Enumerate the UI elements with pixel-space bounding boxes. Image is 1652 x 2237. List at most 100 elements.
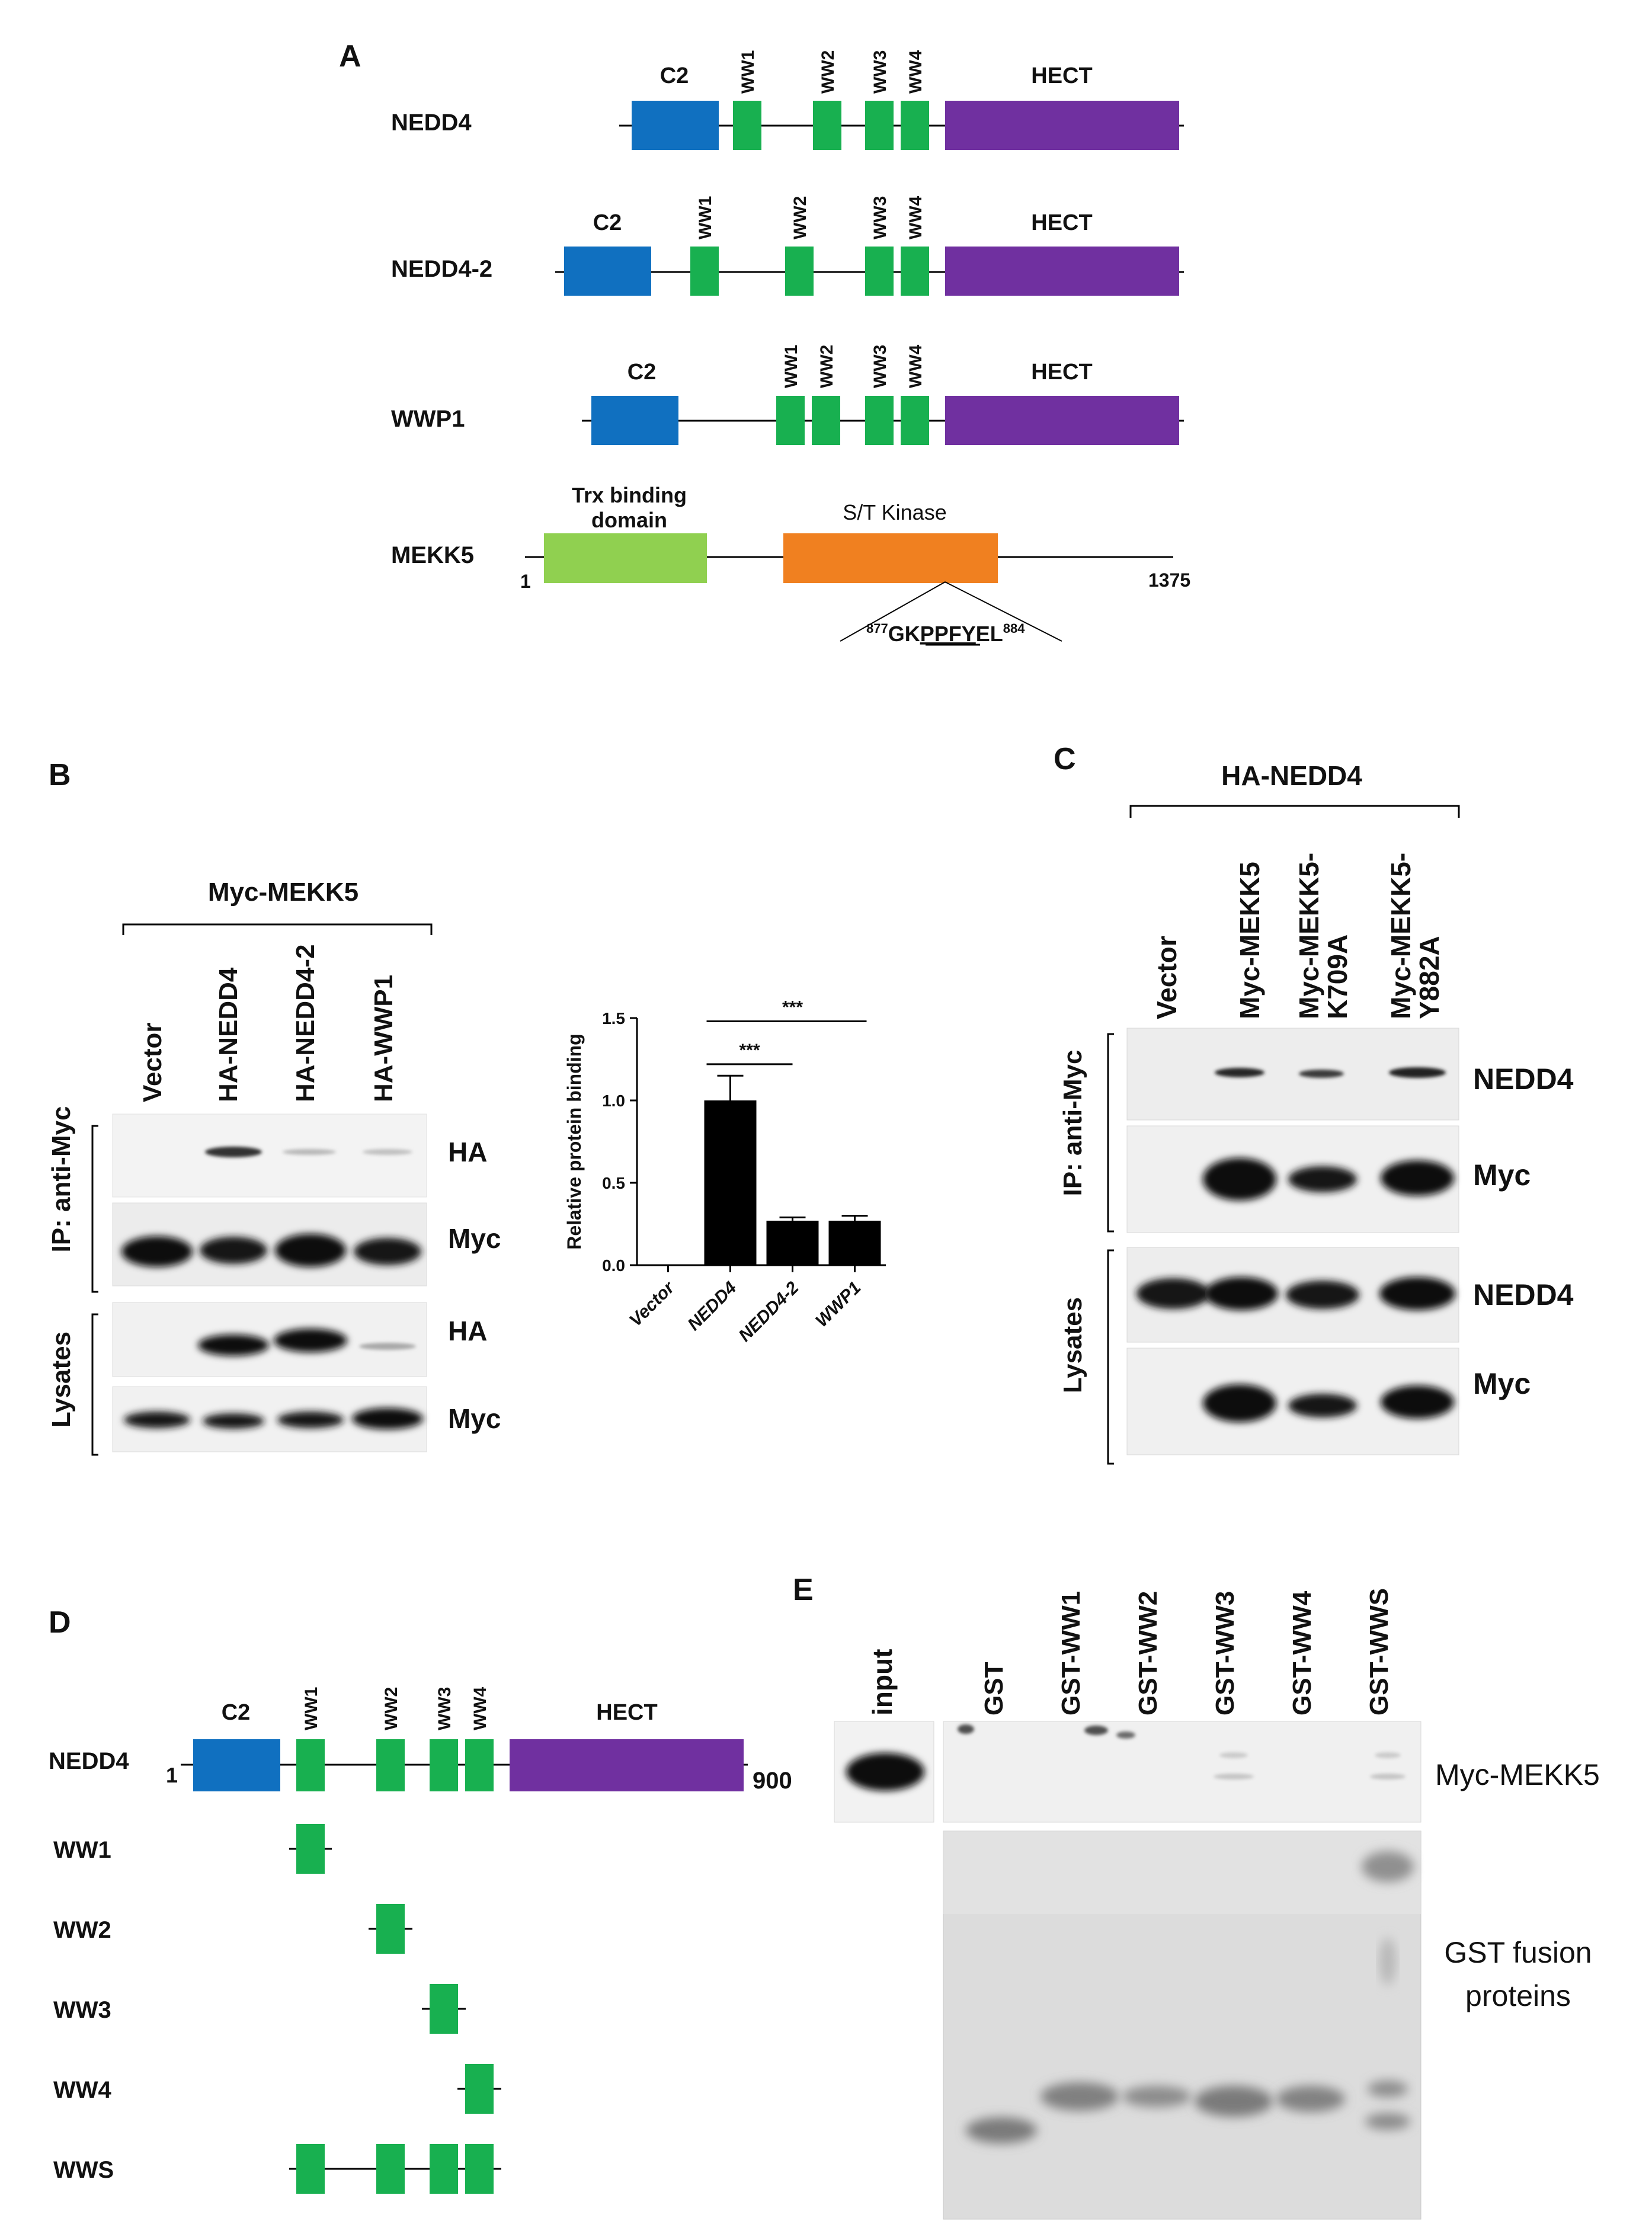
- lane-label: Vector: [138, 1022, 167, 1102]
- band: [1288, 1166, 1357, 1192]
- ww1-domain: [733, 101, 761, 150]
- ww3-domain: [865, 247, 894, 296]
- x-tick-label: NEDD4: [684, 1278, 740, 1334]
- band: [1219, 1752, 1248, 1758]
- blot-lysate-ha: [112, 1302, 427, 1377]
- blot-label: Myc: [1473, 1367, 1531, 1400]
- c2-label: C2: [593, 210, 622, 235]
- band: [200, 1237, 267, 1264]
- band: [1286, 1281, 1359, 1309]
- c2-label: C2: [627, 360, 657, 385]
- band: [1370, 1774, 1406, 1780]
- lane-label: HA-NEDD4-2: [291, 945, 320, 1102]
- blot-ip-myc: [1126, 1125, 1459, 1233]
- nedd4-diagram: NEDD4 C2 HECT WW1 WW2 WW3 WW4: [391, 50, 1184, 150]
- ww1-label: WW1: [696, 196, 715, 239]
- start-residue: 1: [166, 1763, 178, 1787]
- band: [1365, 2113, 1410, 2130]
- ww2-label: WW2: [818, 50, 838, 94]
- ww3-domain: [430, 1739, 458, 1791]
- band: [1288, 1394, 1357, 1417]
- hect-domain: [510, 1739, 744, 1791]
- section-label-lysates: Lysates: [47, 1332, 76, 1428]
- ww2-label: WW2: [790, 196, 810, 239]
- gel-label-line2: proteins: [1465, 1979, 1571, 2012]
- ww1-label: WW1: [302, 1687, 321, 1730]
- motif-ppxy: PPFY: [920, 622, 976, 646]
- c2-label: C2: [660, 63, 689, 88]
- y-tick-label: 1.0: [602, 1092, 625, 1110]
- lane-label: Myc-MEKK5-Y882A: [1385, 853, 1445, 1019]
- band: [1136, 1278, 1210, 1309]
- trx-binding-domain: [544, 533, 707, 583]
- ww2-label: WW2: [817, 345, 837, 388]
- band: [1389, 1067, 1446, 1078]
- hect-label: HECT: [1031, 63, 1092, 88]
- band: [1381, 1385, 1454, 1419]
- st-kinase-domain: [783, 533, 998, 583]
- motif-end-residue: 884: [1003, 621, 1025, 636]
- end-residue: 900: [753, 1768, 792, 1794]
- blot-label: NEDD4: [1473, 1063, 1574, 1096]
- ww3-label: WW3: [870, 345, 890, 388]
- band: [1040, 2082, 1119, 2111]
- ww1-domain: [690, 247, 719, 296]
- group-bracket: [1129, 805, 1460, 818]
- band: [1205, 1277, 1278, 1310]
- band: [1195, 2086, 1273, 2117]
- ww4-label: WW4: [470, 1686, 490, 1730]
- band: [275, 1234, 346, 1267]
- ww3-domain: [865, 101, 894, 150]
- significance-label: ***: [782, 998, 803, 1017]
- ww1-domain: [296, 1739, 325, 1791]
- band: [1214, 1774, 1254, 1780]
- bar: [766, 1220, 819, 1265]
- hect-domain: [945, 396, 1179, 445]
- ww2-label: WW2: [382, 1687, 401, 1730]
- band: [1362, 1851, 1414, 1882]
- panel-c: C HA-NEDD4 Vector Myc-MEKK5 Myc-MEKK5-K7…: [1054, 742, 1574, 1465]
- protein-label: NEDD4: [49, 1748, 129, 1774]
- hect-label: HECT: [596, 1700, 657, 1725]
- band: [1381, 1160, 1454, 1196]
- ip-bracket: [1107, 1033, 1114, 1233]
- band: [352, 1408, 423, 1429]
- lane-label: GST-WW3: [1211, 1591, 1240, 1716]
- construct-label: WW1: [53, 1837, 111, 1863]
- construct-wws: WWS: [53, 2144, 501, 2194]
- c2-domain: [632, 101, 719, 150]
- lane-label: HA-NEDD4: [214, 967, 243, 1102]
- motif-callout-right: [945, 581, 1062, 642]
- mekk5-diagram: MEKK5 1 1375 Trx binding domain S/T Kina…: [391, 483, 1190, 646]
- panel-b: B Myc-MEKK5 Vector HA-NEDD4 HA-NEDD4-2 H…: [47, 758, 501, 1456]
- kinase-label: S/T Kinase: [843, 500, 946, 524]
- blot-lysate-myc: [1126, 1348, 1459, 1455]
- band: [1116, 1732, 1135, 1739]
- band: [283, 1149, 336, 1155]
- lane-line1: Vector: [1151, 936, 1182, 1019]
- band: [1379, 1277, 1455, 1310]
- blot-lysate-myc: [112, 1386, 427, 1452]
- ww4-label: WW4: [906, 50, 926, 94]
- ww1-label: WW1: [738, 50, 758, 94]
- band: [354, 1238, 421, 1265]
- group-bracket: [122, 923, 433, 935]
- y-axis-label: Relative protein binding: [564, 1033, 585, 1249]
- lane-label: GST-WW4: [1288, 1590, 1317, 1716]
- motif-sequence: 877GKPPFYEL884: [866, 621, 1025, 646]
- band: [1375, 1752, 1401, 1758]
- lane-line1: Myc-MEKK5: [1234, 862, 1265, 1019]
- protein-label: NEDD4-2: [391, 256, 492, 282]
- ww4-domain: [465, 1739, 494, 1791]
- ww3-domain: [865, 396, 894, 445]
- blot-ip-ha: [112, 1113, 427, 1198]
- bar: [704, 1100, 757, 1265]
- panel-e-letter: E: [793, 1573, 814, 1607]
- band: [121, 1236, 193, 1267]
- blot-ip-nedd4: [1126, 1028, 1459, 1121]
- lane-label: HA-WWP1: [369, 975, 398, 1102]
- c2-domain: [193, 1739, 280, 1791]
- band: [205, 1147, 262, 1157]
- bar: [828, 1220, 881, 1265]
